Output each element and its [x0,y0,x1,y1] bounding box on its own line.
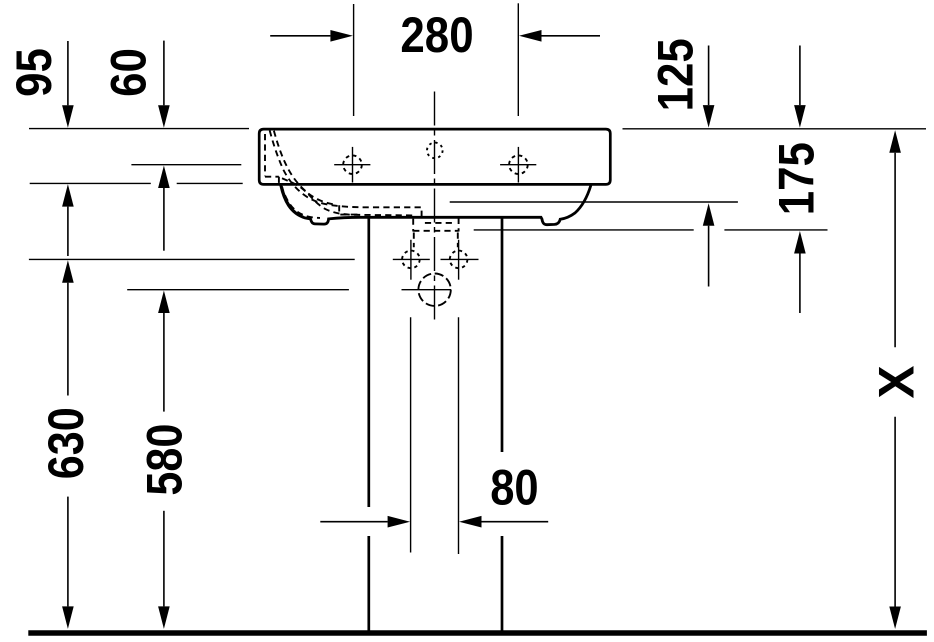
dim-label-80: 80 [490,459,538,516]
bowl-inner-surface-2 [272,130,335,206]
arrow-x-bottom-head [889,606,901,629]
arrow-125-top-head [702,105,715,128]
arrow-630-bottom-head [62,606,74,629]
arrow-95-bottom-head [62,184,74,207]
arrow-280-right-head [519,30,542,42]
dim-label-280: 280 [400,6,473,63]
arrow-x-top-head [889,130,901,153]
dim-label-125: 125 [647,38,704,111]
tap-hole-center [426,141,444,160]
arrow-95-top-head [62,105,74,128]
tap-hole-right [508,154,529,175]
tap-hole-left [342,154,363,175]
arrow-80-left-head [387,515,411,528]
arrow-580-top-head [158,290,170,313]
arrow-60-bottom-head [158,165,170,188]
waste-outlet [417,272,452,307]
arrow-60-top-head [158,105,170,128]
dim-label-580: 580 [135,424,192,496]
overflow-duct-step [338,205,358,217]
arrow-125-bottom-head [702,203,715,226]
arrow-630-top-head [62,260,74,283]
dim-label-x: X [867,365,924,398]
basin-bowl-underside-shadow [280,185,305,218]
arrow-580-bottom-head [158,606,170,629]
arrow-80-right-head [459,515,482,528]
arrow-175-bottom-head [794,231,806,254]
bolt-hole-right [448,249,469,270]
dim-label-630: 630 [37,407,94,479]
bolt-hole-left [401,249,421,270]
dim-label-175: 175 [767,142,824,215]
arrow-175-top-head [794,105,806,128]
dim-label-60: 60 [100,48,157,97]
basin-rim-outline [257,127,612,186]
arrow-280-left-head [330,30,353,42]
dim-label-95: 95 [5,48,62,97]
bowl-inner-surface [268,130,423,217]
